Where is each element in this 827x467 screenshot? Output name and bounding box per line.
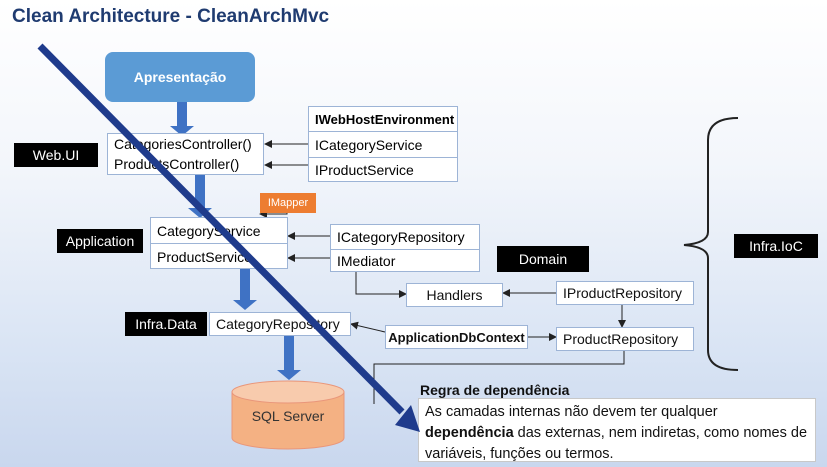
page-title: Clean Architecture - CleanArchMvc	[12, 6, 330, 27]
down-arrow-presentation	[170, 102, 194, 136]
label-application: Application	[57, 229, 143, 253]
products-controller: ProductsController()	[114, 156, 240, 172]
down-arrow-data-to-db	[277, 334, 301, 380]
icategoryservice: ICategoryService	[309, 131, 457, 157]
product-service: ProductService	[151, 243, 287, 269]
category-repository-box: CategoryRepository	[209, 312, 351, 336]
imapper-badge: IMapper	[260, 193, 316, 213]
connector-handlers	[355, 270, 407, 298]
web-controllers: CategoriesController() ProductsControlle…	[107, 133, 264, 175]
label-domain: Domain	[497, 246, 589, 272]
application-db-context-box: ApplicationDbContext	[385, 325, 528, 349]
presentation-box: Apresentação	[105, 52, 255, 102]
web-dependencies: IWebHostEnvironment ICategoryService IPr…	[308, 106, 458, 182]
sql-server-label: SQL Server	[251, 408, 325, 424]
handlers-box: Handlers	[406, 283, 503, 307]
imediator: IMediator	[331, 249, 479, 272]
category-service: CategoryService	[157, 222, 261, 239]
categories-controller: CategoriesController()	[114, 136, 252, 152]
down-arrow-web-to-app	[188, 174, 212, 218]
iproductrepository-box: IProductRepository	[556, 281, 694, 305]
ioc-brace	[683, 117, 739, 371]
connector-dbcontext-categoryrepository	[350, 321, 386, 333]
down-arrow-app-to-data	[233, 268, 257, 310]
iwebhostenvironment: IWebHostEnvironment	[315, 111, 455, 127]
product-repository-box: ProductRepository	[556, 327, 694, 351]
app-dependencies: ICategoryRepository IMediator	[330, 224, 480, 272]
icategoryrepository: ICategoryRepository	[337, 229, 465, 245]
iproductservice: IProductService	[309, 157, 457, 182]
app-services: CategoryService ProductService	[150, 217, 288, 269]
dependency-rule-title: Regra de dependência	[420, 382, 570, 398]
dependency-rule-text: As camadas internas não devem ter qualqu…	[418, 398, 816, 462]
label-web-ui: Web.UI	[14, 143, 98, 167]
label-infra-ioc: Infra.IoC	[734, 234, 818, 258]
label-infra-data: Infra.Data	[125, 312, 207, 336]
